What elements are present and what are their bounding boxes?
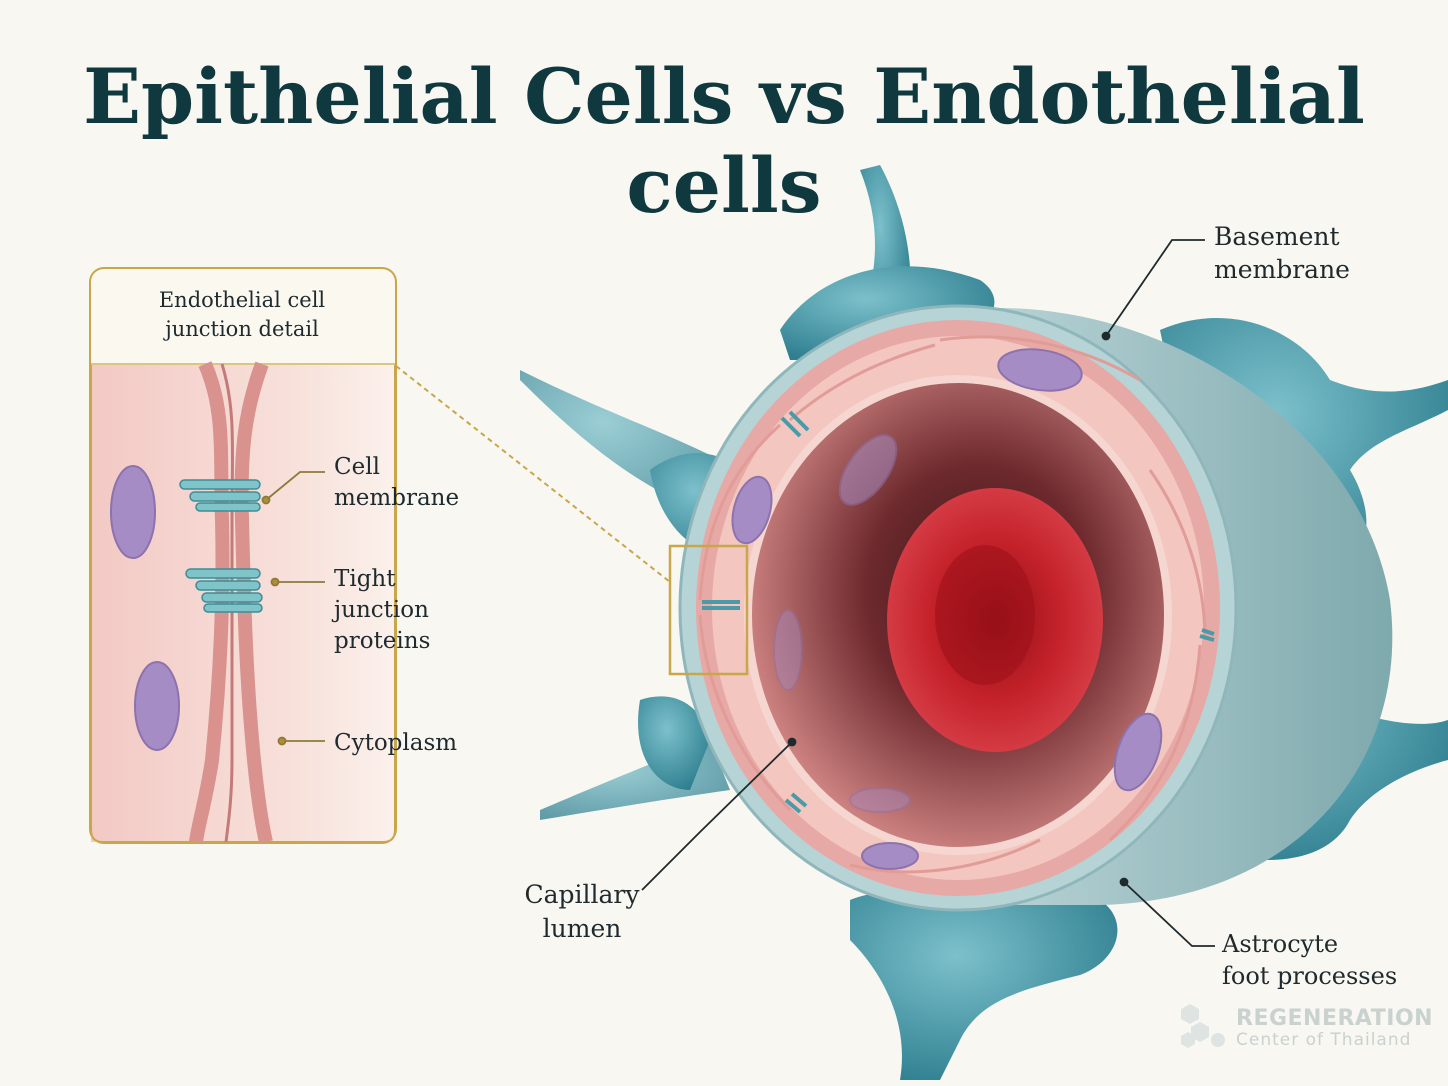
label-capillary-lumen: Capillary lumen [522, 878, 642, 946]
red-blood-cell [887, 488, 1103, 752]
capillary-wall [678, 304, 1393, 912]
endothelial-nuclei [731, 348, 1163, 870]
brand-logo-icon [1181, 1004, 1225, 1048]
inset-title-line2: junction detail [165, 317, 319, 341]
label-text: Cytoplasm [334, 730, 458, 756]
endothelial-cells [698, 335, 1207, 874]
label-text: membrane [334, 485, 460, 511]
label-text: junction [334, 597, 429, 623]
junction-detail-inset [89, 267, 397, 844]
inset-title: Endothelial cell junction detail [90, 286, 394, 344]
watermark: REGENERATION Center of Thailand [1184, 1004, 1433, 1054]
leader-lines [641, 239, 1215, 947]
watermark-line2: Center of Thailand [1236, 1030, 1412, 1050]
label-text: proteins [334, 628, 431, 654]
ring-junctions [702, 410, 1215, 814]
label-text: Tight [334, 566, 396, 592]
label-astrocyte-foot-processes: Astrocyte foot processes [1222, 928, 1397, 992]
zoom-indicator [395, 365, 749, 676]
label-text: Basement [1214, 222, 1340, 251]
label-text: membrane [1214, 255, 1350, 284]
inset-title-line1: Endothelial cell [158, 288, 326, 312]
page-title: Epithelial Cells vs Endothelial cells [83, 52, 1365, 230]
label-cell-membrane: Cell membrane [334, 452, 459, 514]
label-text: Astrocyte [1222, 930, 1339, 958]
label-text: lumen [542, 914, 622, 943]
label-text: foot processes [1222, 962, 1398, 990]
label-cytoplasm: Cytoplasm [334, 728, 457, 759]
label-text: Cell [334, 454, 380, 480]
label-text: Capillary [524, 880, 640, 909]
label-tight-junction-proteins: Tight junction proteins [334, 564, 430, 657]
label-basement-membrane: Basement membrane [1214, 220, 1350, 286]
watermark-line1: REGENERATION [1236, 1006, 1434, 1031]
